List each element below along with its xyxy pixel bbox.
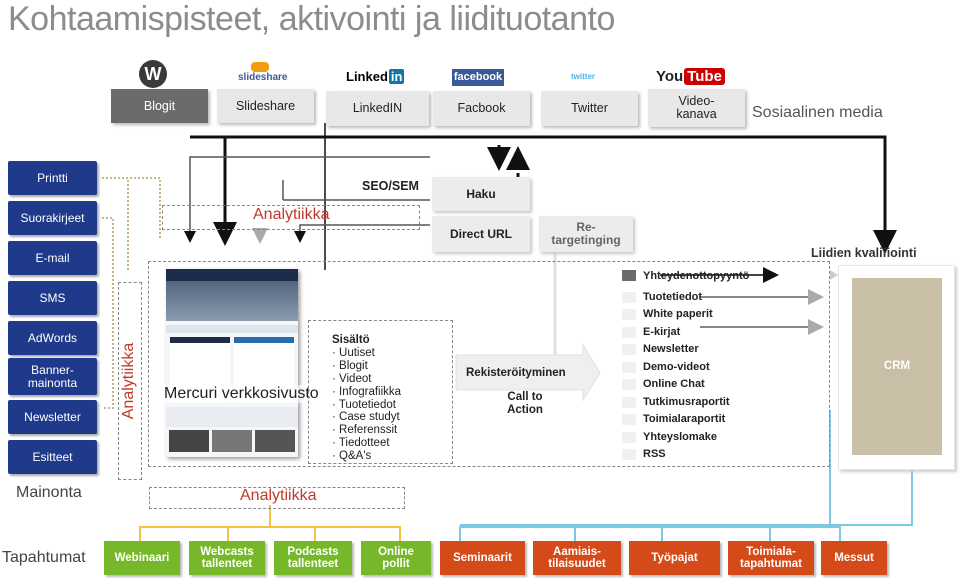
- website-label: Mercuri verkkosivusto: [162, 385, 321, 403]
- social-button-twitter[interactable]: Twitter: [541, 91, 638, 126]
- channel-suorakirjeet[interactable]: Suorakirjeet: [8, 201, 97, 235]
- haku-box: Haku: [432, 177, 530, 211]
- channel-bannermainonta[interactable]: Banner- mainonta: [8, 358, 97, 395]
- conversion-item[interactable]: Newsletter: [643, 343, 699, 355]
- content-item: · Infografiikka: [332, 385, 402, 398]
- conversion-marker: [622, 379, 636, 390]
- content-item: · Blogit: [332, 359, 368, 372]
- event-tyopajat[interactable]: Työpajat: [629, 541, 720, 575]
- analytiikka-top-box: [162, 205, 420, 230]
- crm-box[interactable]: CRM: [852, 278, 942, 455]
- conversion-marker: [622, 344, 636, 355]
- content-item: · Tuotetiedot: [332, 398, 396, 411]
- content-list: Sisältö · Uutiset · Blogit · Videot · In…: [332, 334, 401, 463]
- conversion-marker: [622, 362, 636, 373]
- analytiikka-bottom-box: [149, 487, 405, 509]
- youtube-tube-label: Tube: [684, 68, 725, 85]
- conversion-marker: [622, 327, 636, 338]
- analytiikka-left-label: Analytiikka: [120, 342, 137, 420]
- conversion-item[interactable]: Tuotetiedot: [643, 291, 703, 303]
- channel-sms[interactable]: SMS: [8, 281, 97, 315]
- conversion-marker: [622, 397, 636, 408]
- direct-url-box: Direct URL: [432, 216, 530, 252]
- social-media-label: Sosiaalinen media: [752, 104, 883, 121]
- conversion-marker: [622, 292, 636, 303]
- page-title: Kohtaamispisteet, aktivointi ja liidituo…: [8, 0, 615, 38]
- content-item: · Case studyt: [332, 411, 400, 424]
- crm-label: CRM: [883, 360, 911, 372]
- conversion-marker: [622, 414, 636, 425]
- conversion-item[interactable]: E-kirjat: [643, 326, 681, 338]
- channel-printti[interactable]: Printti: [8, 161, 97, 195]
- channel-email[interactable]: E-mail: [8, 241, 97, 275]
- event-aamiaistilaisuudet[interactable]: Aamiais- tilaisuudet: [533, 541, 621, 575]
- analytiikka-top-label: Analytiikka: [253, 206, 330, 223]
- social-button-slideshare[interactable]: Slideshare: [217, 89, 314, 123]
- event-podcasts[interactable]: Podcasts tallenteet: [274, 541, 352, 575]
- facebook-icon: facebook: [452, 69, 504, 86]
- registration-label: Rekisteröityminen: [466, 367, 566, 379]
- twitter-icon: twitter: [571, 72, 595, 81]
- youtube-you-label: You: [656, 68, 684, 85]
- content-item: · Referenssit: [332, 424, 398, 437]
- event-toimialatapahtumat[interactable]: Toimiala- tapahtumat: [728, 541, 814, 575]
- call-to-action-label: Call to Action: [507, 391, 543, 416]
- conversion-marker: [622, 432, 636, 443]
- event-webinaari[interactable]: Webinaari: [104, 541, 180, 575]
- website-topbar: [166, 269, 298, 281]
- seo-sem-label: SEO/SEM: [362, 179, 419, 193]
- content-item: · Q&A's: [332, 450, 372, 463]
- event-messut[interactable]: Messut: [821, 541, 887, 575]
- social-button-linkedin[interactable]: LinkedIN: [326, 91, 429, 126]
- event-online-pollit[interactable]: Online pollit: [361, 541, 431, 575]
- conversion-item[interactable]: Demo-videot: [643, 361, 710, 373]
- slideshare-label: slideshare: [238, 72, 288, 83]
- channel-adwords[interactable]: AdWords: [8, 321, 97, 355]
- social-button-blogit[interactable]: Blogit: [111, 89, 208, 123]
- channel-esitteet[interactable]: Esitteet: [8, 440, 97, 474]
- conversion-item[interactable]: Tutkimusraportit: [643, 396, 730, 408]
- wordpress-icon: W: [139, 60, 167, 88]
- analytiikka-left-box: [118, 282, 142, 480]
- tapahtumat-label: Tapahtumat: [2, 549, 86, 566]
- content-item: · Uutiset: [332, 346, 375, 359]
- analytiikka-bottom-label: Analytiikka: [240, 487, 317, 504]
- liidien-kvalifiointi-label: Liidien kvalifiointi: [811, 246, 917, 260]
- event-seminaarit[interactable]: Seminaarit: [440, 541, 525, 575]
- conversion-item[interactable]: White paperit: [643, 308, 713, 320]
- conversion-marker: [622, 309, 636, 320]
- conversion-item[interactable]: Yhteydenottopyyntö: [643, 270, 750, 282]
- social-button-videokanava[interactable]: Video- kanava: [648, 89, 745, 127]
- retargeting-box: Re- targetinging: [539, 216, 633, 252]
- content-item: · Videot: [332, 372, 372, 385]
- website-screenshot: [166, 269, 298, 457]
- linkedin-in-label: in: [388, 69, 405, 84]
- main-area: [148, 261, 830, 467]
- content-header: Sisältö: [332, 334, 370, 346]
- linkedin-label: Linked: [346, 69, 388, 84]
- conversion-marker: [622, 449, 636, 460]
- conversion-item[interactable]: Toimialaraportit: [643, 413, 726, 425]
- social-button-facebook[interactable]: Facbook: [433, 91, 530, 126]
- website-hero: [166, 281, 298, 321]
- conversion-marker: [622, 270, 636, 281]
- conversion-item[interactable]: Online Chat: [643, 378, 705, 390]
- channel-newsletter[interactable]: Newsletter: [8, 400, 97, 434]
- mainonta-label: Mainonta: [16, 484, 82, 501]
- event-webcasts[interactable]: Webcasts tallenteet: [189, 541, 265, 575]
- content-item: · Tiedotteet: [332, 437, 390, 450]
- slideshare-icon: slideshare: [238, 62, 288, 86]
- conversion-item[interactable]: RSS: [643, 448, 666, 460]
- conversion-item[interactable]: Yhteyslomake: [643, 431, 717, 443]
- content-box: [308, 320, 453, 464]
